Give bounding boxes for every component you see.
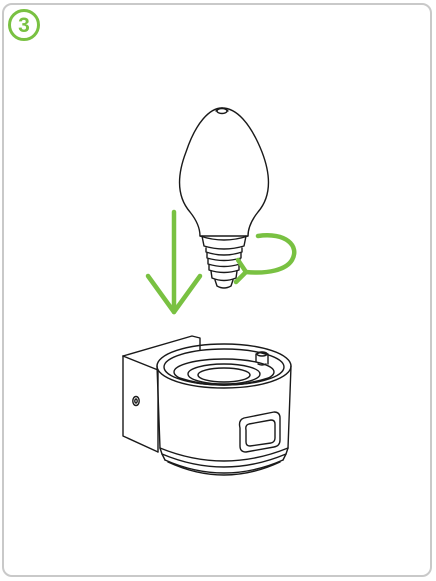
bulb-socket-mount-icon	[123, 336, 291, 475]
light-bulb-icon	[180, 108, 269, 288]
arrow-down-icon	[148, 212, 200, 312]
